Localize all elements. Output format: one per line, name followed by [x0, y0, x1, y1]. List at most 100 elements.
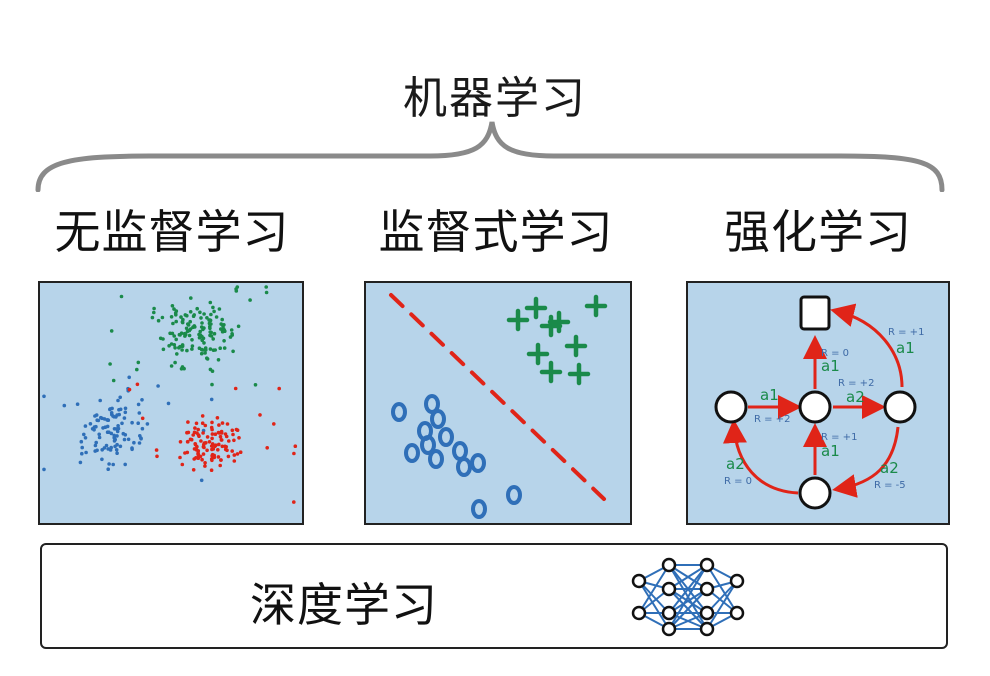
scatter-point — [193, 325, 197, 329]
scatter-point — [175, 352, 179, 356]
scatter-point — [277, 386, 281, 391]
scatter-point — [208, 300, 213, 305]
scatter-point — [220, 444, 225, 449]
scatter-point — [42, 394, 46, 399]
scatter-point — [93, 414, 97, 418]
scatter-point — [210, 436, 214, 441]
scatter-point — [106, 418, 110, 422]
scatter-point — [203, 346, 208, 350]
scatter-point — [195, 306, 199, 311]
scatter-point — [97, 432, 101, 437]
scatter-point — [214, 315, 219, 319]
decision-boundary — [389, 293, 606, 501]
scatter-point — [209, 468, 214, 472]
scatter-point — [223, 329, 227, 333]
scatter-point — [216, 358, 221, 362]
scatter-point — [140, 398, 144, 402]
scatter-point — [210, 427, 214, 432]
scatter-point — [202, 445, 206, 450]
scatter-point — [79, 439, 84, 444]
scatter-point — [232, 438, 236, 443]
scatter-point — [185, 430, 189, 435]
scatter-point — [174, 337, 178, 342]
scatter-point — [139, 436, 143, 441]
scatter-point — [217, 423, 221, 427]
scatter-point — [107, 430, 111, 434]
scatter-point — [166, 401, 171, 406]
scatter-point — [220, 317, 224, 322]
scatter-point — [210, 454, 214, 458]
scatter-point — [123, 410, 128, 415]
nn-node — [699, 557, 715, 573]
nn-node — [661, 581, 677, 597]
scatter-point — [113, 444, 117, 449]
label-r-minus5: R = -5 — [874, 480, 906, 491]
nn-node — [631, 605, 647, 621]
classification-plot — [389, 293, 608, 519]
scatter-point — [94, 424, 98, 429]
scatter-point — [127, 387, 132, 392]
scatter-point — [248, 298, 252, 302]
scatter-point — [113, 437, 117, 442]
scatter-point — [111, 378, 116, 383]
nn-node — [661, 621, 677, 637]
scatter-point — [123, 406, 128, 411]
nn-edge — [638, 580, 670, 630]
scatter-point — [156, 384, 160, 388]
scatter-point — [216, 448, 220, 452]
scatter-point — [97, 435, 102, 440]
scatter-point — [218, 434, 223, 439]
nn-node — [699, 581, 715, 597]
scatter-point — [136, 402, 141, 407]
scatter-point — [172, 307, 176, 311]
scatter-point — [120, 421, 124, 426]
label-r-plus2-mid: R = +2 — [838, 378, 874, 389]
scatter-point — [230, 428, 235, 433]
scatter-point — [80, 445, 84, 450]
scatter-point — [179, 315, 183, 319]
rl-state-graph: R = +1 a1 R = 0 a1 R = +2 a2 a1 R = +2 R… — [714, 295, 924, 510]
scatter-point — [160, 315, 165, 320]
scatter-point — [111, 462, 115, 467]
scatter-point — [200, 457, 204, 462]
scatter-point — [83, 424, 88, 428]
scatter-point — [198, 310, 202, 315]
scatter-point — [202, 326, 206, 330]
scatter-point — [200, 321, 204, 325]
scatter-point — [115, 451, 119, 455]
scatter-point — [177, 332, 182, 337]
scatter-point — [199, 478, 204, 483]
scatter-point — [220, 421, 225, 425]
scatter-point — [200, 334, 204, 339]
scatter-point — [197, 434, 201, 438]
nn-edge — [668, 564, 708, 614]
scatter-point — [205, 356, 209, 360]
nn-node — [631, 573, 647, 589]
scatter-point — [116, 426, 121, 431]
scatter-point — [180, 343, 185, 347]
scatter-point — [292, 451, 296, 456]
scatter-point — [98, 398, 102, 403]
scatter-point — [205, 435, 210, 439]
scatter-point — [173, 360, 177, 365]
scatter-point — [152, 310, 156, 315]
label-r-plus1-top: R = +1 — [888, 327, 924, 338]
unsupervised-panel — [38, 281, 304, 525]
deep-learning-label: 深度学习 — [250, 578, 438, 632]
scatter-point — [119, 294, 124, 299]
scatter-point — [235, 428, 240, 432]
scatter-point — [193, 426, 197, 430]
scatter-point — [180, 365, 185, 369]
scatter-point — [126, 437, 131, 442]
scatter-point — [180, 348, 184, 352]
scatter-point — [171, 321, 175, 326]
scatter-point — [209, 330, 213, 335]
scatter-point — [219, 429, 224, 434]
scatter-point — [186, 420, 190, 424]
scatter-point — [203, 423, 208, 428]
scatter-point — [169, 315, 174, 319]
scatter-point — [136, 421, 140, 425]
scatter-point — [172, 334, 176, 338]
scatter-point — [200, 421, 205, 425]
scatter-point — [217, 307, 222, 311]
